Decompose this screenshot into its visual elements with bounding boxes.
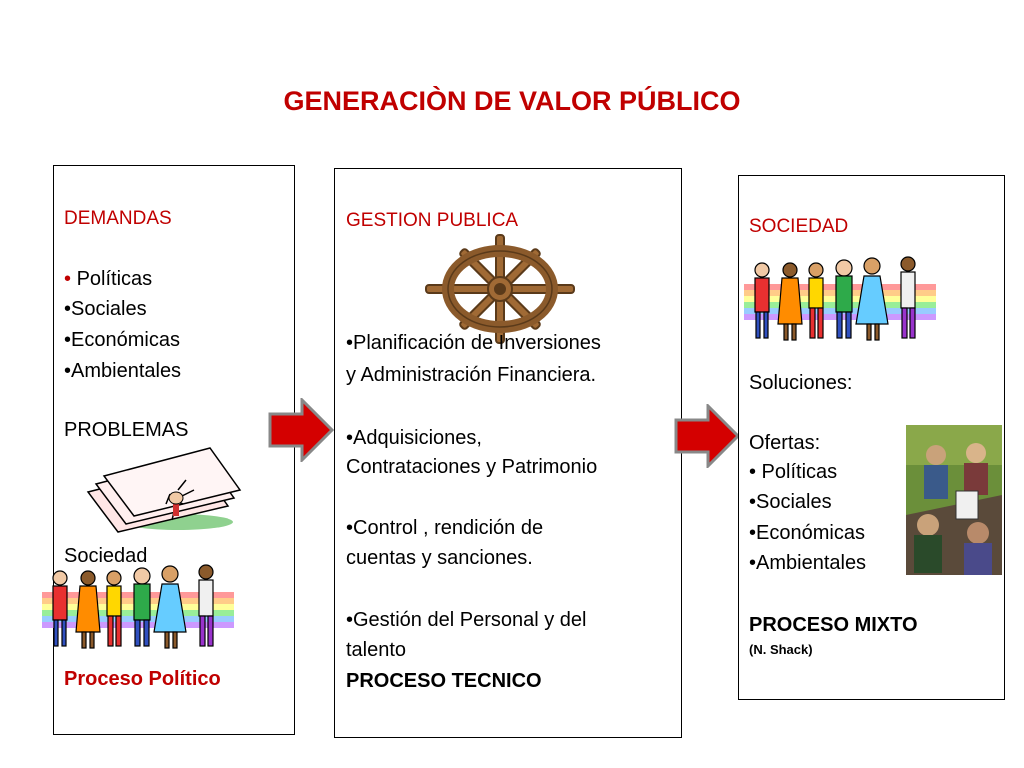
author-label: (N. Shack) [749, 642, 813, 657]
arrow-right-icon [674, 404, 741, 468]
public-management-heading: GESTION PUBLICA [346, 210, 519, 231]
papers-icon [86, 447, 242, 533]
ship-wheel-icon [425, 234, 575, 344]
demands-item: •Ambientales [64, 360, 182, 382]
offers-item: •Sociales [749, 491, 832, 513]
bullet: • [64, 268, 72, 290]
offers-item: • Políticas [749, 461, 838, 483]
people-chain-icon [42, 564, 234, 649]
public-management-box [334, 168, 682, 738]
arrow-right-icon [268, 398, 335, 462]
item-label: Políticas [71, 268, 153, 290]
solutions-label: Soluciones: [749, 372, 853, 394]
page-title: GENERACIÒN DE VALOR PÚBLICO [283, 86, 741, 116]
society-label: Sociedad [64, 545, 148, 567]
mgmt-item-3-line2: cuentas y sanciones. [346, 547, 533, 569]
offers-item: •Ambientales [749, 552, 867, 574]
offers-item: •Económicas [749, 522, 865, 544]
mgmt-item-4-line1: •Gestión del Personal y del [346, 609, 587, 631]
mgmt-item-1-line1: •Planificación de Inversiones [346, 332, 601, 354]
political-process-label: Proceso Político [64, 668, 221, 690]
demands-heading: DEMANDAS [64, 208, 172, 229]
mgmt-item-2-line2: Contrataciones y Patrimonio [346, 456, 598, 478]
mgmt-item-1-line2: y Administración Financiera. [346, 364, 597, 386]
society-heading: SOCIEDAD [749, 216, 849, 237]
meeting-icon [906, 425, 1002, 575]
people-chain-icon [744, 256, 936, 341]
offers-label: Ofertas: [749, 432, 821, 454]
mgmt-item-4-line2: talento [346, 639, 407, 661]
demands-item-politicas: • Políticas [64, 264, 152, 294]
mgmt-item-2-line1: •Adquisiciones, [346, 427, 482, 449]
demands-item: •Económicas [64, 329, 180, 351]
mixed-process-label: PROCESO MIXTO [749, 614, 918, 636]
technical-process-label: PROCESO TECNICO [346, 670, 542, 692]
mgmt-item-3-line1: •Control , rendición de [346, 517, 544, 539]
demands-item: •Sociales [64, 298, 147, 320]
problems-label: PROBLEMAS [64, 419, 189, 441]
